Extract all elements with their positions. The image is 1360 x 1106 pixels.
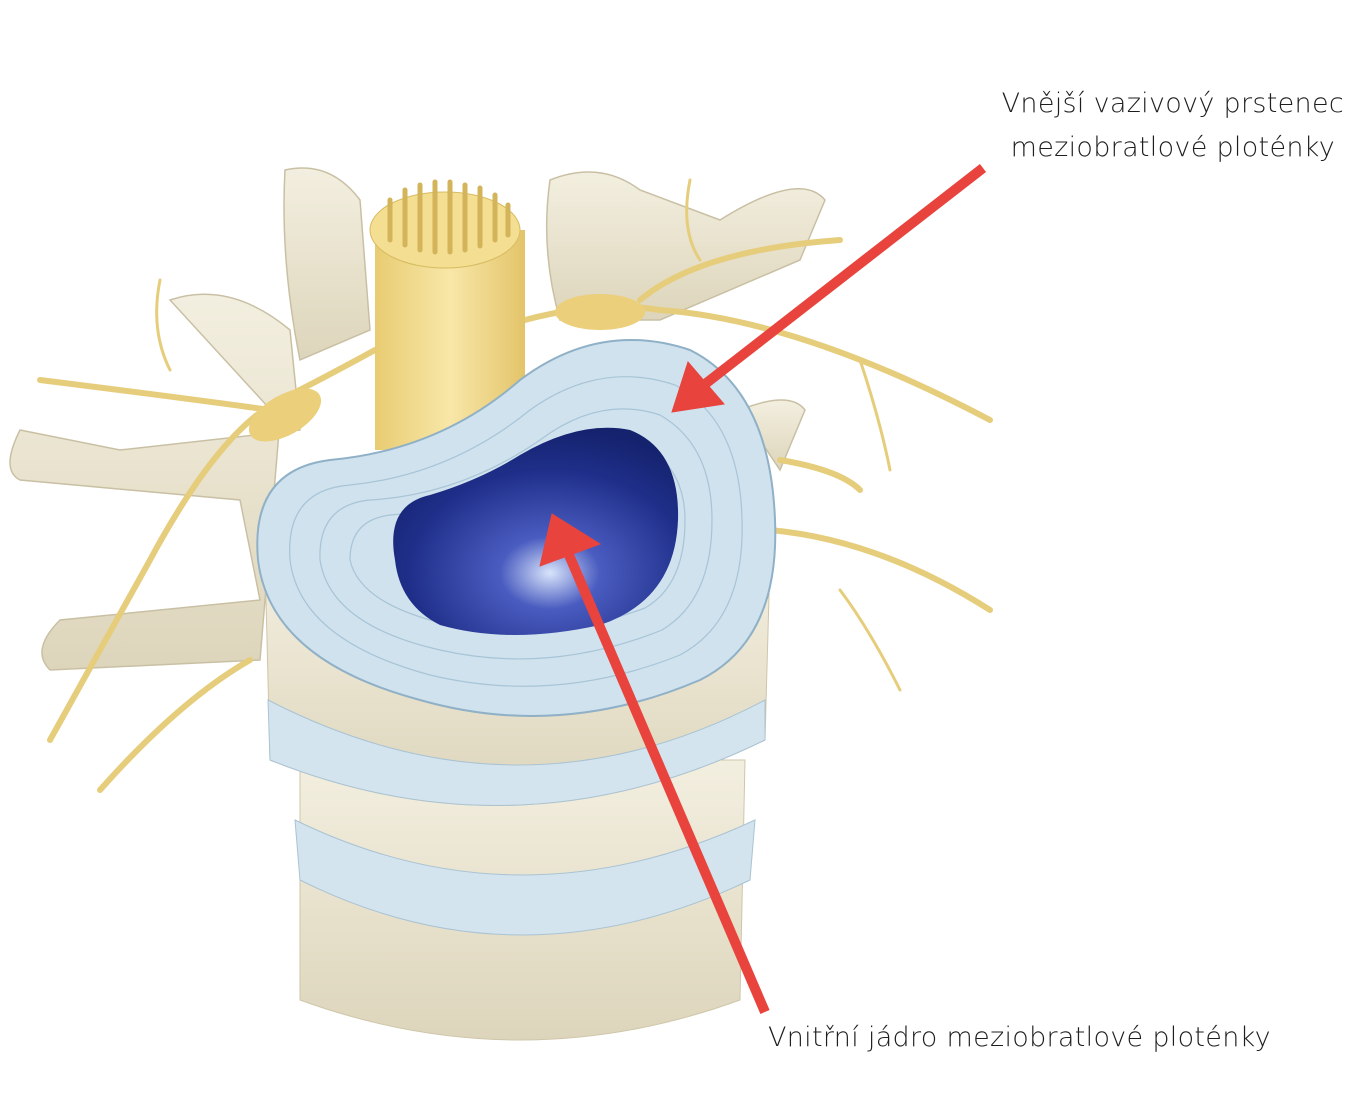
arrow-outer <box>696 164 987 392</box>
nerve-roots <box>37 178 993 793</box>
ganglion-right <box>555 294 645 330</box>
vertebra-processes <box>9 167 826 671</box>
arrow-inner <box>561 546 770 1014</box>
arrow-outer-head <box>671 360 725 413</box>
label-outer-line2: meziobratlové ploténky <box>1010 132 1336 163</box>
arrow-inner-head <box>539 513 602 567</box>
ganglion-left <box>248 388 322 442</box>
label-inner-nucleus: Vnitřní jádro meziobratlové ploténky <box>768 1022 1271 1053</box>
label-outer-line1: Vnější vazivový prstenec <box>1001 88 1344 119</box>
label-outer-annulus: Vnější vazivový prstenec meziobratlové p… <box>1002 82 1344 170</box>
nucleus-pulposus <box>393 427 679 635</box>
pointer-arrows <box>539 164 987 1014</box>
